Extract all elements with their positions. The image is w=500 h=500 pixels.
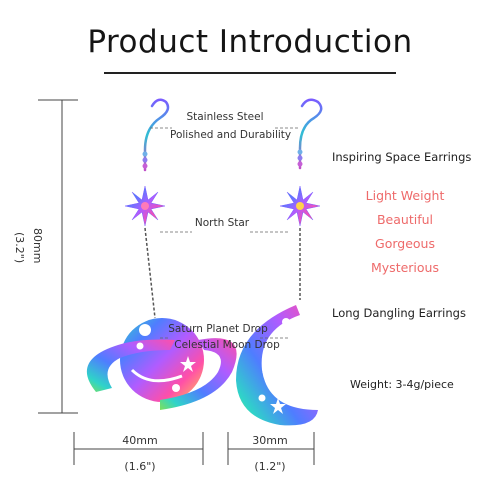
feature-subheading: Long Dangling Earrings: [332, 306, 466, 320]
north-star-callout: North Star: [194, 217, 250, 229]
left-width-in-label: (1.6"): [124, 460, 156, 473]
page-title: Product Introduction: [87, 24, 413, 60]
callout-lines: [150, 127, 298, 339]
moon-callout: Celestial Moon Drop: [174, 339, 280, 351]
right-earring: [236, 98, 323, 426]
feature-item-4: Mysterious: [371, 260, 439, 275]
material-label-line1: Stainless Steel: [186, 111, 264, 123]
width-dimension-lines: [73, 432, 315, 465]
left-width-mm-label: 40mm: [122, 434, 158, 447]
saturn-planet: [86, 318, 237, 410]
right-width-mm-label: 30mm: [252, 434, 288, 447]
material-callout: Stainless Steel Polished and Durability: [170, 108, 292, 144]
crescent-moon: [236, 305, 318, 426]
saturn-callout: Saturn Planet Drop: [168, 323, 268, 335]
left-earring: [86, 98, 237, 410]
material-label-line2: Polished and Durability: [170, 129, 292, 141]
height-dimension-line: [38, 99, 78, 414]
right-width-in-label: (1.2"): [254, 460, 286, 473]
height-in-label: (3.2"): [13, 232, 26, 264]
weight-label: Weight: 3-4g/piece: [350, 378, 454, 391]
feature-heading: Inspiring Space Earrings: [332, 150, 472, 164]
feature-item-3: Gorgeous: [375, 236, 435, 251]
feature-item-2: Beautiful: [376, 212, 434, 227]
title-underline: [104, 72, 396, 74]
height-mm-label: 80mm: [31, 228, 44, 264]
feature-item-1: Light Weight: [365, 188, 445, 203]
